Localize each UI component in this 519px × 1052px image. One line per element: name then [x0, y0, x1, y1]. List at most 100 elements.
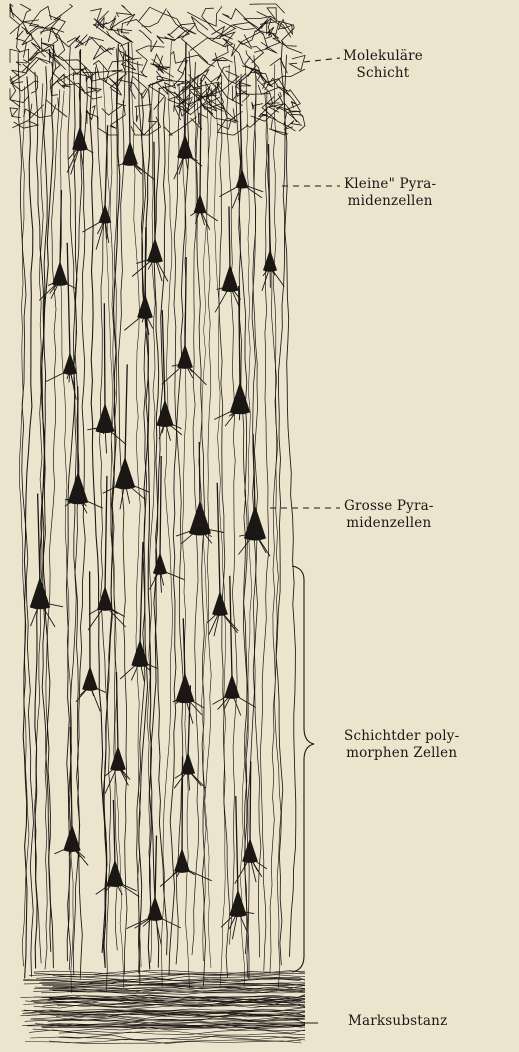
neuron-basal-dendrite [185, 363, 206, 384]
mesh-strand [93, 46, 113, 60]
mesh-strand [157, 35, 176, 43]
mesh-strand [191, 113, 208, 129]
neuron-apical-dendrite [155, 836, 156, 901]
neuron [124, 227, 153, 335]
mesh-strand [121, 71, 148, 77]
fiber [78, 77, 88, 979]
mesh-strand [290, 55, 306, 70]
neuron [160, 756, 212, 886]
mesh-strand [94, 18, 110, 31]
neuron-apical-dendrite [116, 672, 118, 751]
mesh-strand [122, 58, 142, 70]
label-line: midenzellen [344, 515, 434, 532]
neuron-apical-dendrite [229, 206, 230, 270]
neuron [150, 456, 185, 593]
mesh-strand [284, 91, 301, 126]
mesh-strand [10, 4, 23, 22]
white-matter-fiber [49, 1039, 301, 1043]
label-kleine-pyramidenzellen: Kleine" Pyra- midenzellen [344, 176, 436, 210]
neuron-apical-dendrite [183, 618, 185, 679]
neuron-basal-dendrite [46, 370, 70, 382]
label-line: Grosse Pyra- [344, 498, 434, 515]
neuron-apical-dendrite [145, 227, 146, 299]
neuron-apical-dendrite [128, 43, 130, 146]
fiber [265, 93, 279, 973]
neuron [30, 494, 63, 627]
fiber [284, 55, 296, 957]
neuron [120, 542, 157, 681]
label-line: Marksubstanz [348, 1013, 447, 1030]
label-line: Molekuläre [343, 48, 423, 65]
mesh-strand [217, 83, 243, 105]
white-matter-fiber [59, 1035, 306, 1040]
label-polymorphe-zellen: Schichtder poly- morphen Zellen [344, 728, 459, 762]
mesh-strand [87, 106, 95, 124]
neuron-apical-dendrite [105, 476, 107, 591]
mesh-strand [12, 121, 38, 129]
fiber [139, 93, 149, 973]
mesh-strand [142, 8, 167, 26]
mesh-strand [252, 102, 263, 110]
molecular-layer-mesh [10, 4, 305, 135]
neuron-basal-dendrite [232, 184, 242, 208]
leader-molekulaere [304, 58, 340, 62]
white-matter-fibers [20, 971, 305, 1044]
neuron [88, 476, 126, 630]
neuron [132, 142, 168, 282]
neuron-basal-dendrite [242, 184, 262, 198]
neuron-apical-dendrite [160, 456, 161, 557]
polymorph-brace [292, 566, 314, 972]
mesh-strand [222, 9, 250, 24]
neuron-apical-dendrite [199, 442, 200, 507]
neuron [262, 144, 284, 291]
mesh-strand [19, 34, 40, 61]
mesh-strand [157, 56, 174, 78]
neuron [76, 571, 106, 711]
mesh-strand [178, 55, 215, 71]
label-line: morphen Zellen [344, 745, 459, 762]
mesh-strand [20, 4, 39, 22]
mesh-strand [62, 83, 85, 91]
neuron-basal-dendrite [39, 280, 60, 300]
neuron-basal-dendrite [155, 915, 181, 928]
mesh-strand [276, 21, 293, 35]
label-line: midenzellen [344, 193, 436, 210]
neuron-basal-dendrite [162, 363, 185, 384]
neuron [96, 800, 140, 897]
mesh-strand [237, 72, 252, 86]
fiber [239, 74, 248, 954]
neuron-apical-dendrite [250, 761, 251, 843]
neuron [176, 442, 224, 544]
fiber [96, 67, 111, 991]
neuron-basal-dendrite [160, 570, 185, 580]
mesh-strand [116, 5, 131, 17]
mesh-strand [260, 8, 276, 25]
mesh-strand [190, 27, 224, 51]
neuron-apical-dendrite [113, 800, 115, 865]
neuron-apical-dendrite [182, 756, 183, 853]
neuron-apical-dendrite [154, 142, 155, 243]
label-marksubstanz: Marksubstanz [348, 1013, 447, 1030]
label-line: Kleine" Pyra- [344, 176, 436, 193]
mesh-strand [46, 98, 67, 117]
fiber [276, 41, 285, 965]
neuron-apical-dendrite [125, 364, 127, 463]
fiber [161, 41, 172, 987]
neuron [67, 49, 93, 174]
neuron-apical-dendrite [269, 144, 270, 254]
neuron-apical-dendrite [67, 243, 70, 357]
neuron-apical-dendrite [70, 727, 72, 830]
mesh-strand [50, 75, 102, 99]
neuron [219, 81, 263, 209]
neuron-apical-dendrite [140, 542, 143, 645]
mesh-strand [231, 31, 263, 57]
neuron-basal-dendrite [239, 407, 240, 420]
fiber [42, 66, 53, 968]
mesh-strand [284, 121, 302, 130]
label-line: Schicht [343, 65, 423, 82]
label-molekulaere-schicht: Molekuläre Schicht [343, 48, 423, 82]
neuron-apical-dendrite [104, 303, 105, 409]
neuron-apical-dendrite [230, 576, 232, 679]
label-line: Schichtder poly- [344, 728, 459, 745]
